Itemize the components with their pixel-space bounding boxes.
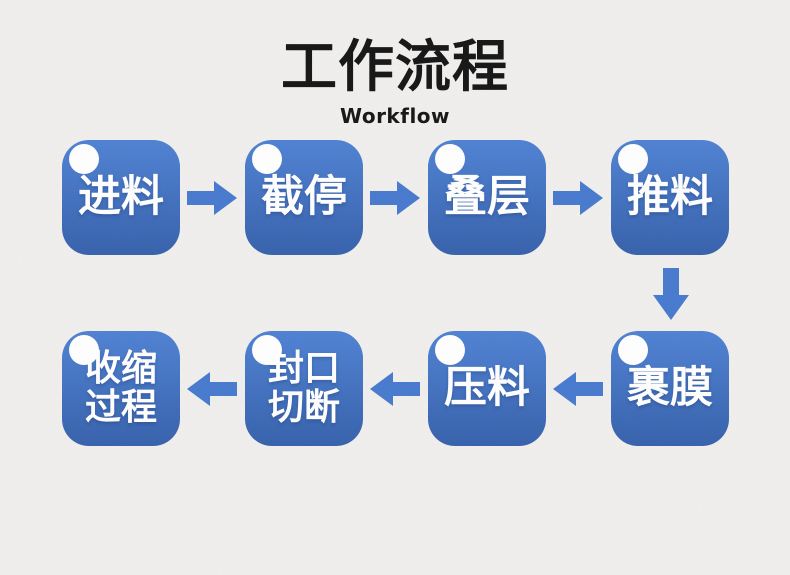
- corner-dot-icon: [435, 144, 465, 174]
- corner-dot-icon: [618, 335, 648, 365]
- corner-dot-icon: [69, 144, 99, 174]
- corner-dot-icon: [435, 335, 465, 365]
- step-label: 裹膜: [627, 362, 713, 413]
- corner-dot-icon: [618, 144, 648, 174]
- step-label: 推料: [627, 171, 713, 222]
- arrow-down-icon: [652, 268, 690, 320]
- corner-dot-icon: [252, 335, 282, 365]
- arrow-right-icon: [370, 178, 420, 218]
- arrow-right-icon: [553, 178, 603, 218]
- step-label: 截停: [261, 171, 347, 222]
- page-subtitle: Workflow: [339, 104, 451, 128]
- corner-dot-icon: [252, 144, 282, 174]
- step-label: 压料: [444, 362, 530, 413]
- corner-dot-icon: [69, 335, 99, 365]
- arrow-left-icon: [370, 369, 420, 409]
- arrow-left-icon: [187, 369, 237, 409]
- step-label: 叠层: [444, 171, 530, 222]
- step-wrap-film: 裹膜: [611, 331, 729, 446]
- step-cut-stop: 截停: [245, 140, 363, 255]
- step-label: 收缩 过程: [84, 348, 157, 428]
- step-label: 封口 切断: [267, 348, 340, 428]
- step-push-material: 推料: [611, 140, 729, 255]
- step-press-material: 压料: [428, 331, 546, 446]
- step-label: 进料: [78, 171, 164, 222]
- step-feed-material: 进料: [62, 140, 180, 255]
- step-shrink-process: 收缩 过程: [62, 331, 180, 446]
- arrow-left-icon: [553, 369, 603, 409]
- step-stack-layers: 叠层: [428, 140, 546, 255]
- step-seal-and-cut: 封口 切断: [245, 331, 363, 446]
- arrow-right-icon: [187, 178, 237, 218]
- page-title: 工作流程: [281, 35, 509, 100]
